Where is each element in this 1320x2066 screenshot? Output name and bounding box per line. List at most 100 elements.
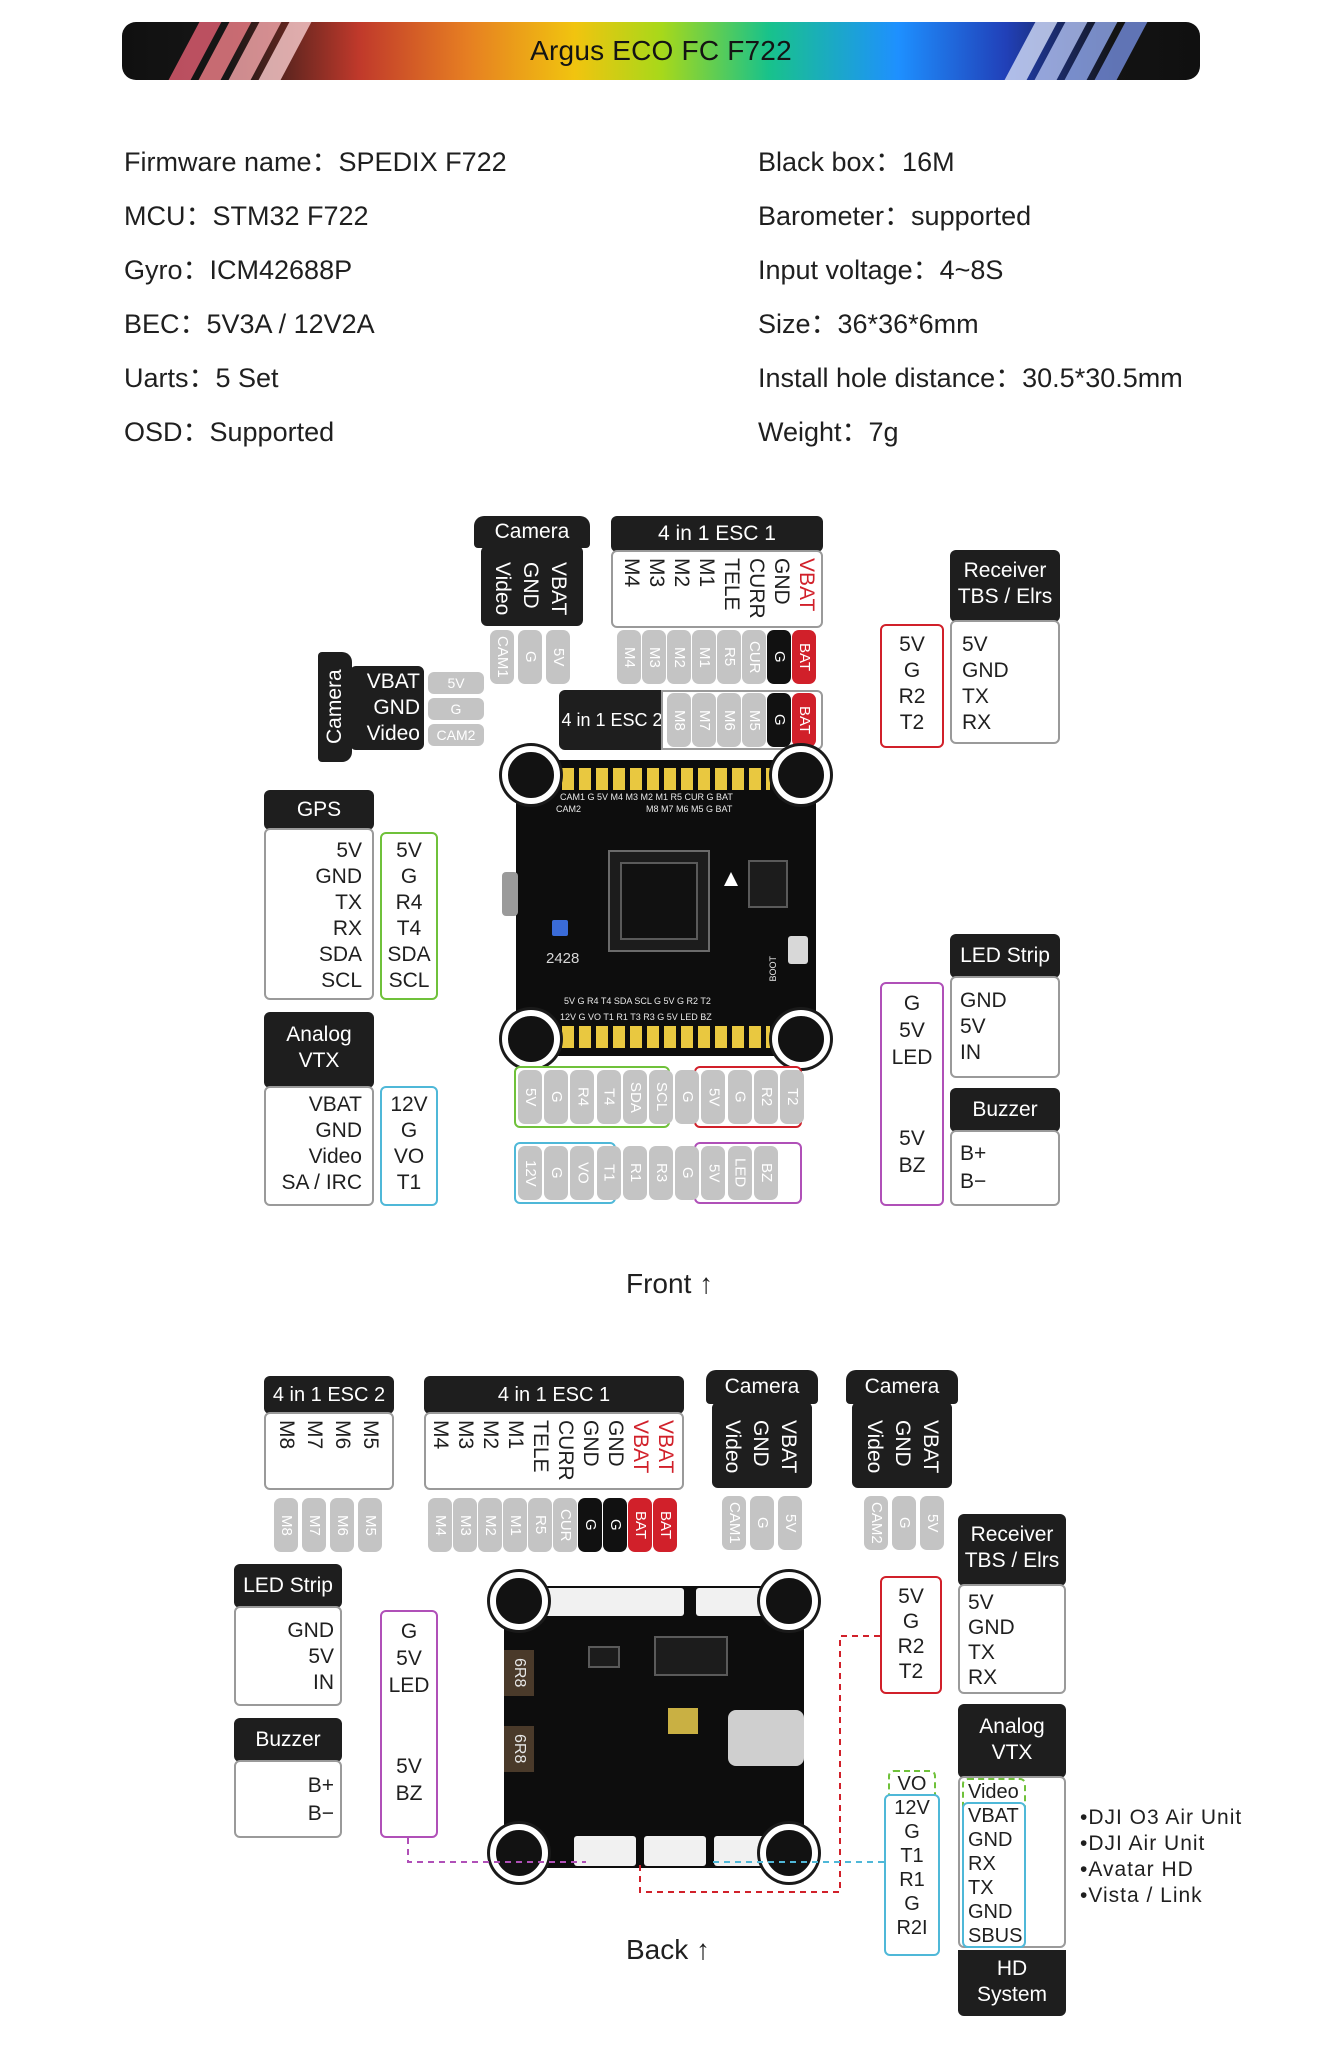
back-camera1-pin: 5V [778, 1496, 802, 1550]
back-board-inductor: 6R8 [504, 1726, 534, 1772]
front-gps-body [264, 828, 374, 1000]
back-camera1-body [712, 1402, 812, 1488]
back-analog-vtx-header: Analog VTX [958, 1704, 1066, 1778]
front-camera-side-pin: CAM2 [428, 724, 484, 746]
front-buzzer-body [950, 1130, 1060, 1206]
front-esc1-label: VBAT [795, 558, 818, 612]
front-esc1-pin: M4 [617, 630, 641, 684]
back-esc2-label: M7 [303, 1420, 326, 1450]
front-receiver-pins-box [880, 624, 944, 748]
front-bottom-pin: T2 [780, 1070, 804, 1124]
front-bottom-pin: R4 [570, 1070, 595, 1124]
back-esc1-label: M4 [429, 1420, 452, 1450]
back-esc1-label: VBAT [629, 1420, 652, 1474]
back-esc1-label: GND [579, 1420, 602, 1467]
back-board-chip [588, 1646, 620, 1668]
back-hd-list-item: •DJI Air Unit [1080, 1832, 1206, 1855]
front-board-silk: 12V G VO T1 R1 T3 R3 G 5V LED BZ [560, 1012, 712, 1022]
front-gps-header: GPS [264, 790, 374, 830]
front-esc1-pin: M3 [642, 630, 666, 684]
spec-mcu: MCU：STM32 F722 [124, 201, 369, 231]
back-led-strip-labels: GND 5V IN [287, 1619, 334, 1694]
front-led-buzzer-pins-box [880, 982, 944, 1206]
front-camera-pin: G [518, 630, 542, 684]
front-buzzer-labels: B+ B− [960, 1142, 987, 1193]
front-bottom-pin: SDA [622, 1070, 647, 1124]
back-esc1-label: M1 [504, 1420, 527, 1450]
back-camera2-label: VBAT [919, 1420, 942, 1474]
back-camera1-label: GND [749, 1420, 772, 1467]
front-esc1-label: M1 [695, 558, 718, 588]
back-camera2-header: Camera [846, 1370, 958, 1404]
back-board-capacitor [668, 1708, 698, 1734]
back-esc1-pin: M3 [453, 1498, 477, 1552]
front-led-strip-body [950, 976, 1060, 1078]
front-board-mcu-core [620, 862, 698, 940]
front-camera-label: Video [491, 562, 514, 616]
back-esc2-label: M5 [359, 1420, 382, 1450]
front-board-cam2: CAM2 [556, 804, 582, 814]
back-board-connector [544, 1588, 684, 1616]
back-esc1-pin: BAT [628, 1498, 652, 1552]
front-camera-label: VBAT [547, 562, 570, 616]
front-board-mount-hole [502, 1010, 560, 1068]
back-esc1-label: TELE [529, 1420, 552, 1473]
front-esc1-pin: G [767, 630, 791, 684]
back-camera2-body [852, 1402, 952, 1488]
spec-blackbox: Black box：16M [758, 147, 955, 177]
front-esc1-body [611, 550, 823, 628]
back-board-mount-hole [490, 1824, 548, 1882]
back-esc2-label: M8 [275, 1420, 298, 1450]
back-camera2-pin: CAM2 [864, 1496, 888, 1550]
front-led-buzzer-pins: G 5V LED 5V BZ [891, 992, 933, 1177]
front-board-bottom-pads [562, 1026, 770, 1048]
front-esc1-pin: M2 [667, 630, 691, 684]
front-bottom-pin: R3 [649, 1146, 673, 1200]
front-gps-pins: 5V G R4 T4 SDA SCL [387, 839, 431, 992]
back-hd-system-header: HD System [958, 1950, 1066, 2016]
back-hd-list-item: •Avatar HD [1080, 1858, 1194, 1881]
front-esc1-label: M2 [670, 558, 693, 588]
front-board-mount-hole [502, 746, 560, 804]
front-board: CAM1 G 5V M4 M3 M2 M1 R5 CUR G BAT M8 M7… [502, 760, 816, 1056]
front-bottom-pin: T1 [596, 1146, 621, 1200]
back-vtx-cyan-group [962, 1802, 1026, 1948]
front-board-silk: M8 M7 M6 M5 G BAT [646, 804, 733, 814]
back-led-strip-header: LED Strip [234, 1564, 342, 1608]
front-board-top-pads [562, 768, 770, 790]
back-esc1-body [424, 1412, 684, 1490]
front-camera-side-pin: 5V [428, 672, 484, 694]
back-esc1-pin: R5 [528, 1498, 552, 1552]
front-esc2-pin: BAT [792, 693, 816, 747]
back-board-chip [654, 1636, 728, 1676]
wire-receiver [639, 1635, 880, 1893]
spec-bec: BEC：5V3A / 12V2A [124, 309, 375, 339]
front-board-usb-port [502, 872, 518, 916]
back-receiver-header: Receiver TBS / Elrs [958, 1514, 1066, 1586]
back-camera2-label: Video [863, 1420, 886, 1474]
front-bottom-pin: R1 [622, 1146, 647, 1200]
front-bottom-pin: BZ [753, 1146, 778, 1200]
back-esc1-label: GND [604, 1420, 627, 1467]
front-camera-side-label: Video [366, 722, 420, 745]
front-bottom-pin: 12V [518, 1146, 542, 1200]
title-banner: Argus ECO FC F722 [122, 22, 1200, 80]
back-board-mount-hole [760, 1824, 818, 1882]
front-bottom-pin: VO [570, 1146, 595, 1200]
front-bottom-pin: G [675, 1070, 700, 1124]
back-receiver-labels: 5V GND TX RX [968, 1591, 1015, 1689]
front-bottom-pin: LED [727, 1146, 752, 1200]
spec-barometer: Barometer：supported [758, 201, 1032, 231]
back-esc2-pin: M6 [330, 1498, 354, 1552]
front-board-number: 2428 [546, 950, 580, 967]
front-camera-top-body [481, 546, 583, 626]
front-bottom-pin: SCL [649, 1070, 673, 1124]
front-esc2-pin: M7 [692, 693, 716, 747]
back-esc2-label: M6 [331, 1420, 354, 1450]
front-esc1-pin: M1 [692, 630, 716, 684]
back-esc1-label: VBAT [654, 1420, 677, 1474]
front-analog-vtx-pins: 12V G VO T1 [390, 1093, 428, 1194]
front-board-boot-button [788, 936, 808, 964]
front-esc1-pin: BAT [792, 630, 816, 684]
